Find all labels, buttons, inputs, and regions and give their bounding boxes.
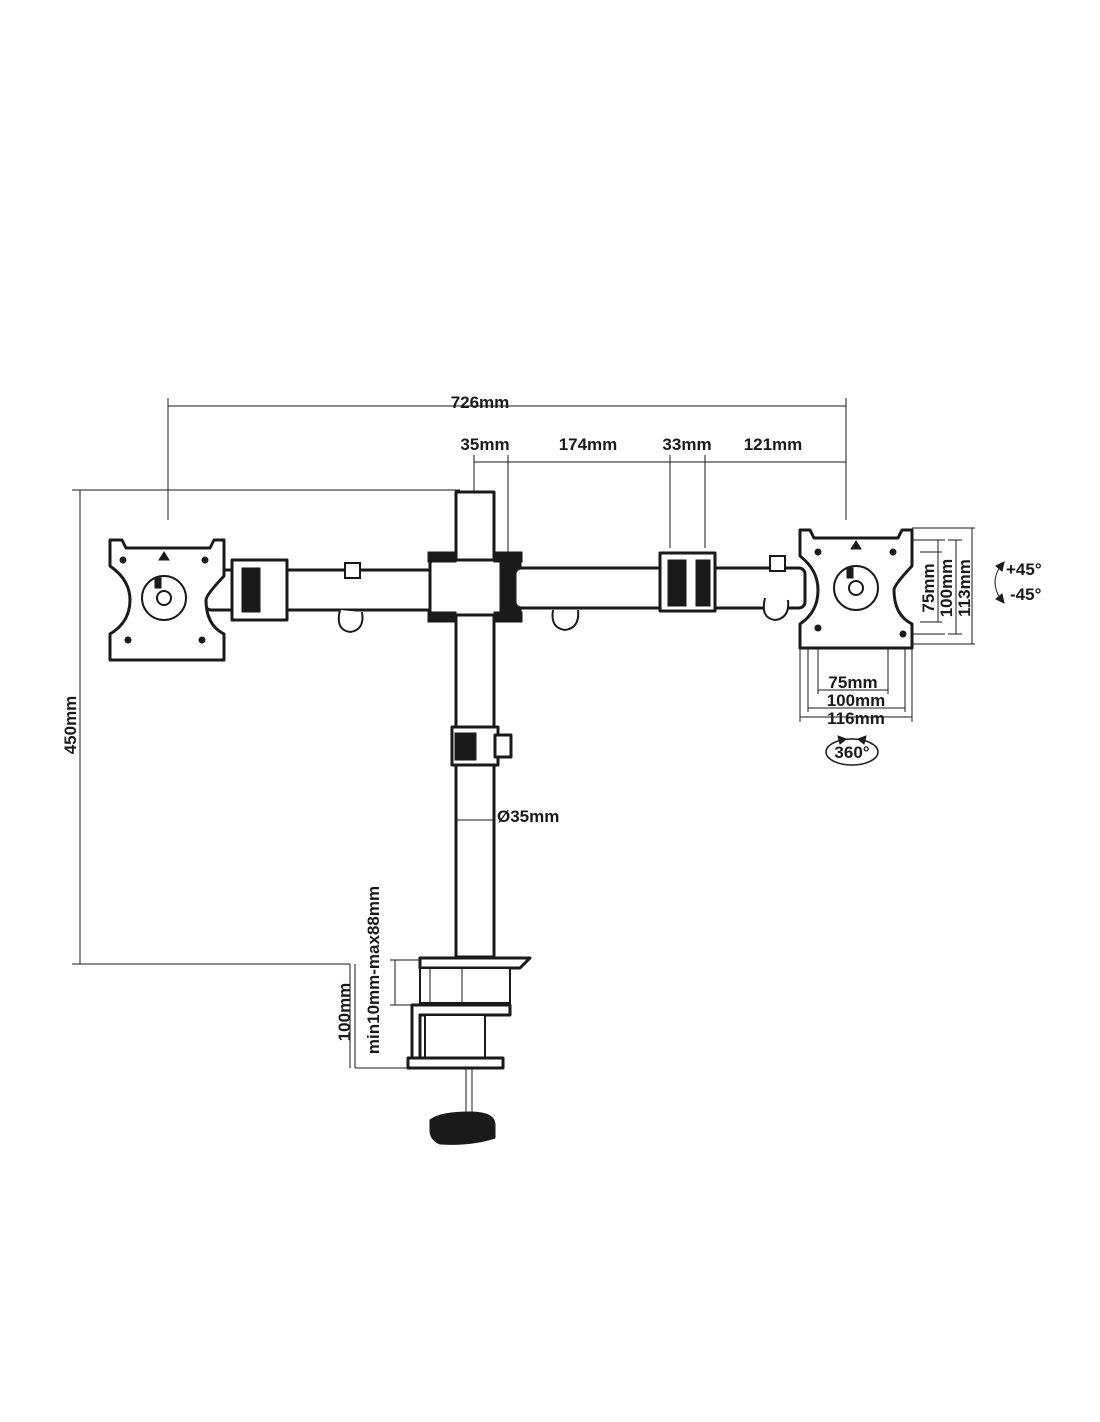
pole-width-label: 35mm [460, 435, 509, 454]
tilt-down-label: -45° [1010, 585, 1042, 604]
end-segment-label: 121mm [744, 435, 803, 454]
left-vesa-plate [108, 538, 226, 662]
height-collar [450, 725, 513, 767]
vesa-height-100-label: 100mm [937, 559, 956, 618]
clamp-height-label: 100mm [335, 983, 354, 1042]
center-hub [427, 551, 523, 623]
right-arm [513, 551, 807, 632]
tilt-arrow-icon [994, 561, 1005, 604]
pole-diameter-label: Ø35mm [497, 807, 559, 826]
dimension-lines [72, 398, 975, 1069]
arm-segment-label: 174mm [559, 435, 618, 454]
tilt-up-label: +45° [1006, 560, 1042, 579]
vesa-width-116-label: 116mm [827, 709, 885, 728]
height-label: 450mm [61, 696, 80, 755]
vesa-height-75-label: 75mm [919, 563, 938, 612]
swivel-ellipse-icon [825, 735, 879, 766]
vesa-width-75-label: 75mm [828, 673, 877, 692]
total-width-label: 726mm [451, 393, 510, 412]
desk-thickness-label: min10mm-max88mm [364, 886, 383, 1054]
swivel-label: 360° [834, 743, 869, 762]
left-arm [203, 558, 457, 634]
vesa-width-100-label: 100mm [827, 691, 886, 710]
desk-clamp [406, 956, 532, 1145]
vesa-height-113-label: 113mm [955, 559, 974, 617]
right-vesa-plate [798, 528, 914, 650]
joint-width-label: 33mm [662, 435, 711, 454]
